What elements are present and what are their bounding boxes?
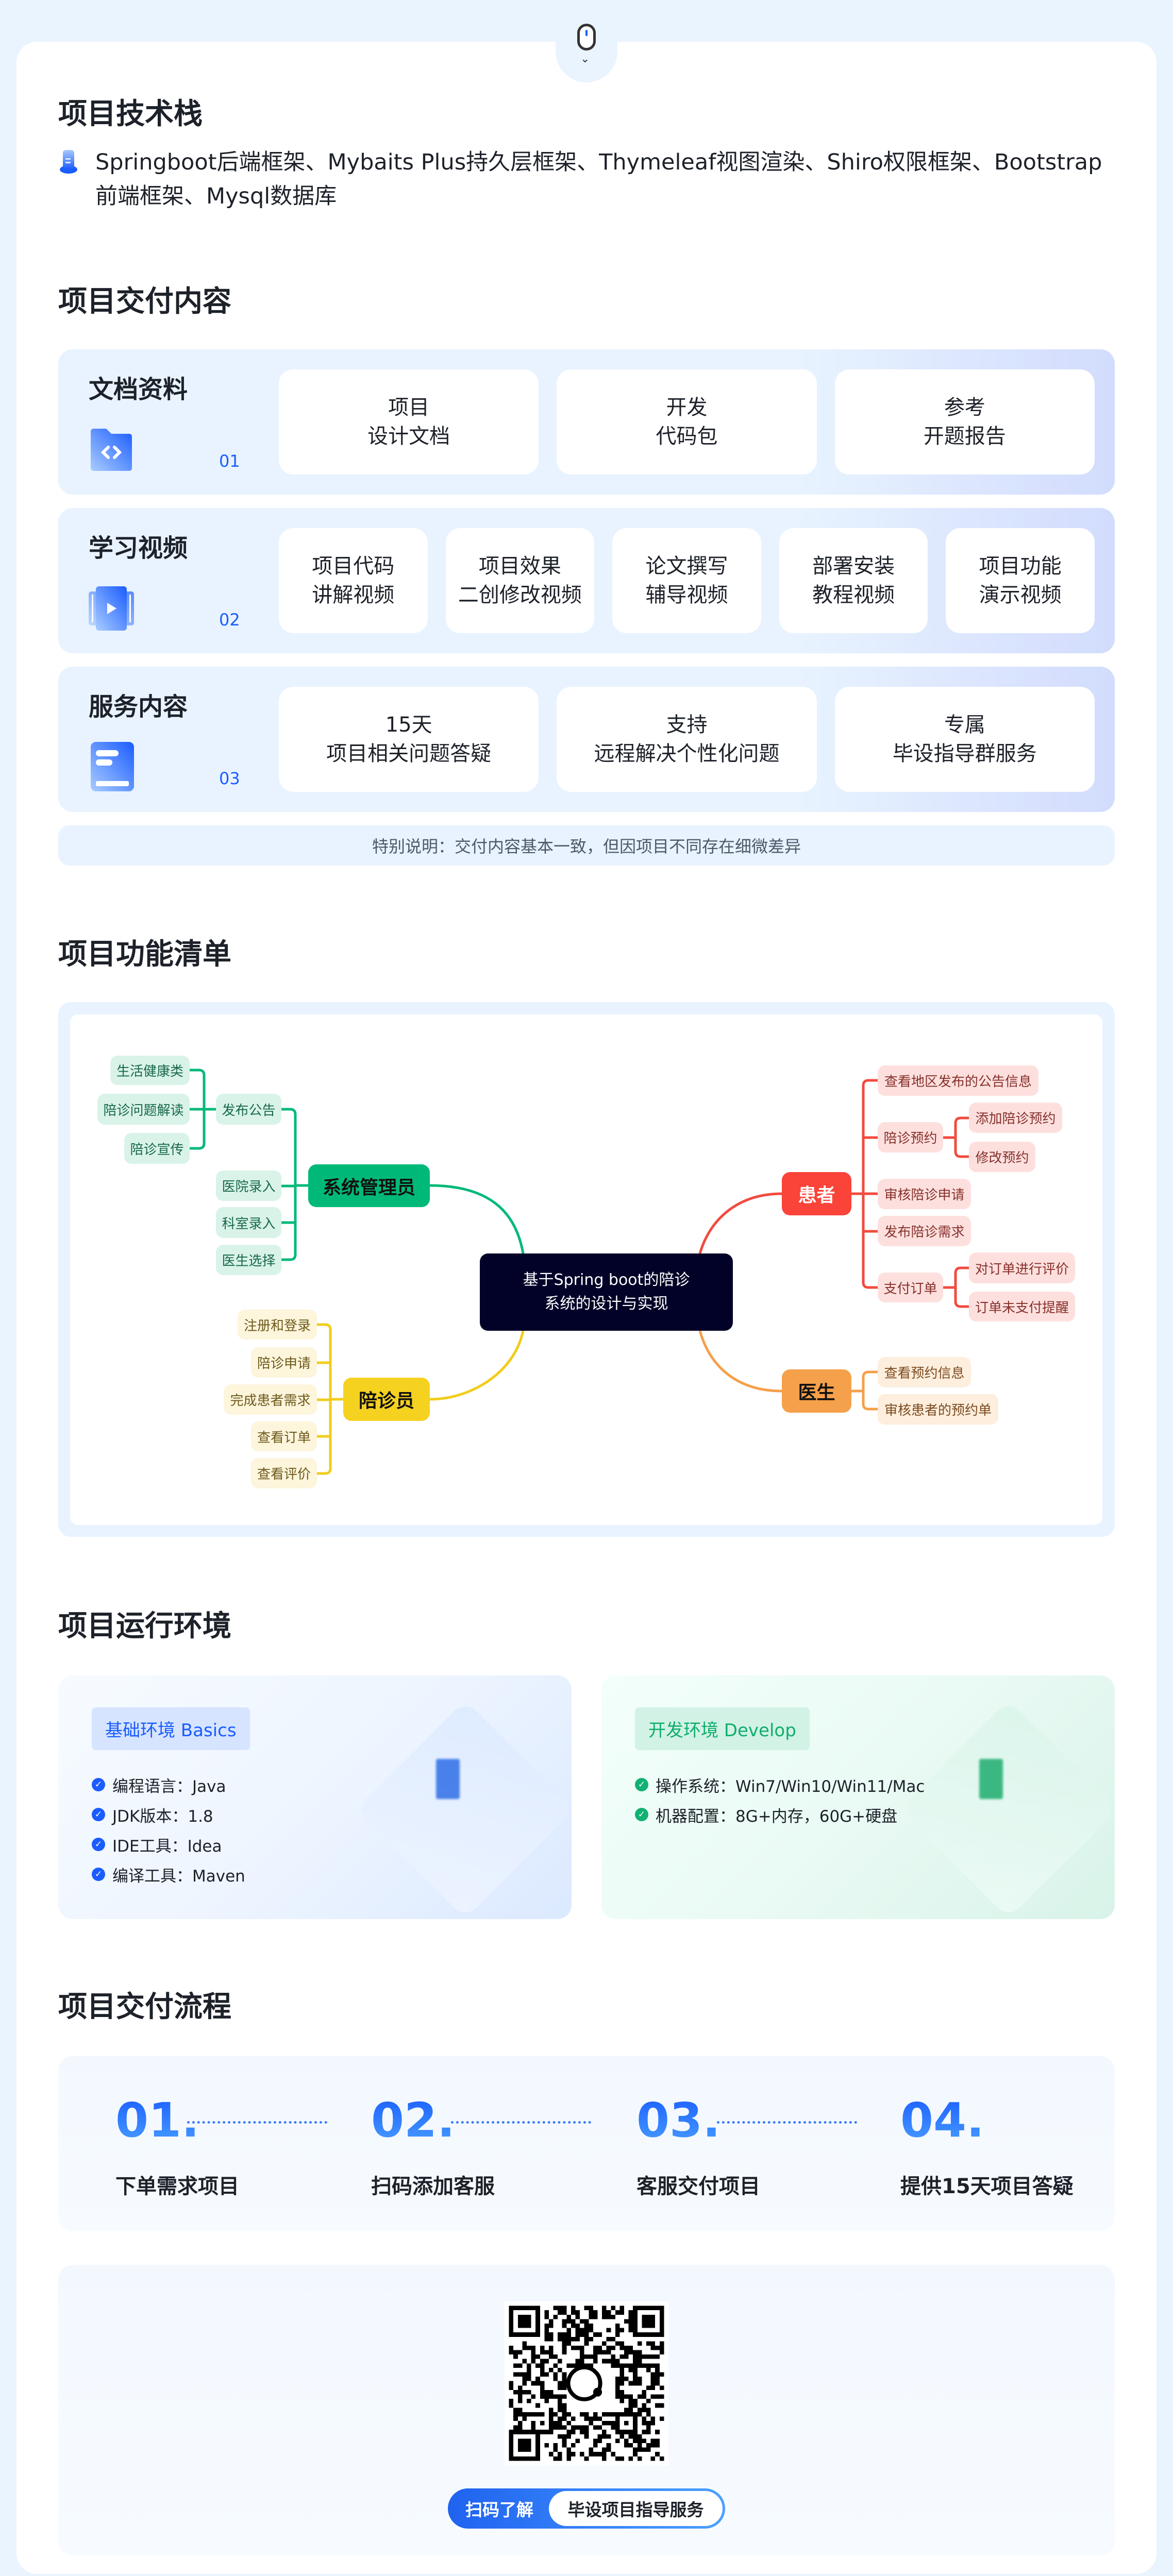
node-escort: 陪诊员 [343,1378,430,1421]
step-connector [717,2121,857,2124]
feature-mindmap: 基于Spring boot的陪诊 系统的设计与实现 系统管理员 发布公告 生活健… [58,1002,1115,1537]
mindmap-center-node: 基于Spring boot的陪诊 系统的设计与实现 [480,1253,733,1331]
node-leaf: 注册和登录 [238,1310,317,1340]
delivery-item: 专属 毕设指导群服务 [834,687,1095,792]
node-leaf: 审核患者的预约单 [878,1394,998,1425]
env-item: ✓编程语言：Java [92,1770,245,1800]
node-appointment: 陪诊预约 [878,1122,943,1153]
env-tag: 基础环境 Basics [92,1707,250,1750]
node-patient: 患者 [782,1172,851,1215]
mindmap-connectors [190,1069,969,1475]
delivery-item: 项目效果 二创修改视频 [445,528,595,633]
check-icon: ✓ [92,1808,105,1821]
node-leaf: 添加陪诊预约 [969,1103,1062,1133]
delivery-title: 项目交付内容 [58,285,231,318]
mouse-icon [577,24,596,50]
node-leaf: 医院录入 [216,1171,281,1201]
env-item: ✓IDE工具：Idea [92,1829,245,1859]
env-item: ✓机器配置：8G+内存，60G+硬盘 [635,1800,925,1829]
delivery-notice: 特别说明：交付内容基本一致，但因项目不同存在细微差异 [58,825,1115,866]
node-doctor: 医生 [782,1369,851,1413]
node-pay-order: 支付订单 [878,1273,943,1302]
delivery-item: 论文撰写 辅导视频 [612,528,761,633]
database-icon [60,150,77,174]
delivery-item: 项目 设计文档 [279,369,539,474]
delivery-group-services: 服务内容 03 15天 项目相关问题答疑 支持 远程解决个性化问题 专属 毕设指… [58,667,1115,812]
check-icon: ✓ [92,1868,105,1881]
delivery-item: 支持 远程解决个性化问题 [557,687,817,792]
node-leaf: 陪诊申请 [251,1347,317,1378]
scan-label: 扫码了解 [465,2500,533,2520]
process-step: 01.下单需求项目 [115,2093,239,2198]
folder-code-icon [91,429,132,471]
step-connector [187,2121,327,2124]
delivery-item: 开发 代码包 [557,369,817,474]
scroll-indicator[interactable]: ⌄ [556,10,617,82]
node-leaf: 陪诊宣传 [124,1133,190,1164]
group-number: 01 [219,451,240,471]
group-label: 文档资料 [89,375,188,404]
tech-stack-text: Springboot后端框架、Mybaits Plus持久层框架、Thymele… [95,149,1102,209]
video-play-icon [89,586,134,631]
group-label: 服务内容 [89,692,188,721]
process-title: 项目交付流程 [58,1990,231,2024]
check-icon: ✓ [635,1778,648,1791]
process-step: 02.扫码添加客服 [371,2093,495,2198]
delivery-item: 项目功能 演示视频 [946,528,1095,633]
environment-title: 项目运行环境 [58,1609,231,1643]
tech-stack-title: 项目技术栈 [58,97,203,131]
delivery-item: 参考 开题报告 [834,369,1095,474]
env-item: ✓操作系统：Win7/Win10/Win11/Mac [635,1770,925,1800]
delivery-group-docs: 文档资料 01 项目 设计文档 开发 代码包 参考 开题报告 [58,349,1115,495]
env-card-basics: 基础环境 Basics ✓编程语言：Java ✓JDK版本：1.8 ✓IDE工具… [58,1675,572,1919]
features-title: 项目功能清单 [58,938,231,971]
delivery-item: 部署安装 教程视频 [779,528,928,633]
delivery-group-videos: 学习视频 02 项目代码 讲解视频 项目效果 二创修改视频 论文撰写 辅导视频 … [58,508,1115,653]
code-file-icon [979,1759,1003,1799]
env-card-develop: 开发环境 Develop ✓操作系统：Win7/Win10/Win11/Mac … [601,1675,1115,1919]
node-leaf: 发布陪诊需求 [878,1216,971,1246]
check-icon: ✓ [92,1838,105,1851]
chevron-down-icon: ⌄ [580,53,590,65]
code-file-icon [436,1759,460,1799]
node-leaf: 查看评价 [251,1458,317,1488]
group-number: 03 [219,769,240,788]
node-leaf: 完成患者需求 [224,1384,317,1415]
node-leaf: 生活健康类 [110,1056,190,1085]
node-leaf: 查看订单 [251,1421,317,1451]
check-icon: ✓ [635,1808,648,1821]
node-announce: 发布公告 [216,1094,281,1125]
qr-code[interactable] [505,2301,668,2465]
group-label: 学习视频 [89,534,188,563]
service-label: 毕设项目指导服务 [549,2491,723,2526]
delivery-item: 项目代码 讲解视频 [279,528,428,633]
node-leaf: 查看预约信息 [878,1357,971,1387]
node-admin: 系统管理员 [308,1164,430,1207]
step-connector [451,2121,591,2124]
scan-contact-button[interactable]: 扫码了解 毕设项目指导服务 [448,2488,725,2529]
node-leaf: 科室录入 [216,1207,281,1238]
node-leaf: 查看地区发布的公告信息 [878,1065,1038,1096]
env-item: ✓编译工具：Maven [92,1859,245,1889]
check-icon: ✓ [92,1778,105,1791]
env-item: ✓JDK版本：1.8 [92,1800,245,1829]
node-leaf: 订单未支付提醒 [969,1292,1075,1321]
group-number: 02 [219,610,240,630]
node-leaf: 陪诊问题解读 [97,1094,190,1125]
cube-decoration [356,1700,572,1919]
document-list-icon [91,742,134,791]
env-tag: 开发环境 Develop [635,1707,810,1750]
node-leaf: 审核陪诊申请 [878,1179,971,1209]
contact-section: 扫码了解 毕设项目指导服务 [58,2265,1115,2555]
node-leaf: 医生选择 [216,1245,281,1275]
process-step: 03.客服交付项目 [636,2093,760,2198]
process-steps: 01.下单需求项目 02.扫码添加客服 03.客服交付项目 04.提供15天项目… [58,2056,1115,2231]
cube-decoration [899,1700,1115,1919]
delivery-item: 15天 项目相关问题答疑 [279,687,539,792]
process-step: 04.提供15天项目答疑 [900,2093,1074,2198]
node-leaf: 对订单进行评价 [969,1252,1075,1283]
node-leaf: 修改预约 [969,1142,1035,1172]
